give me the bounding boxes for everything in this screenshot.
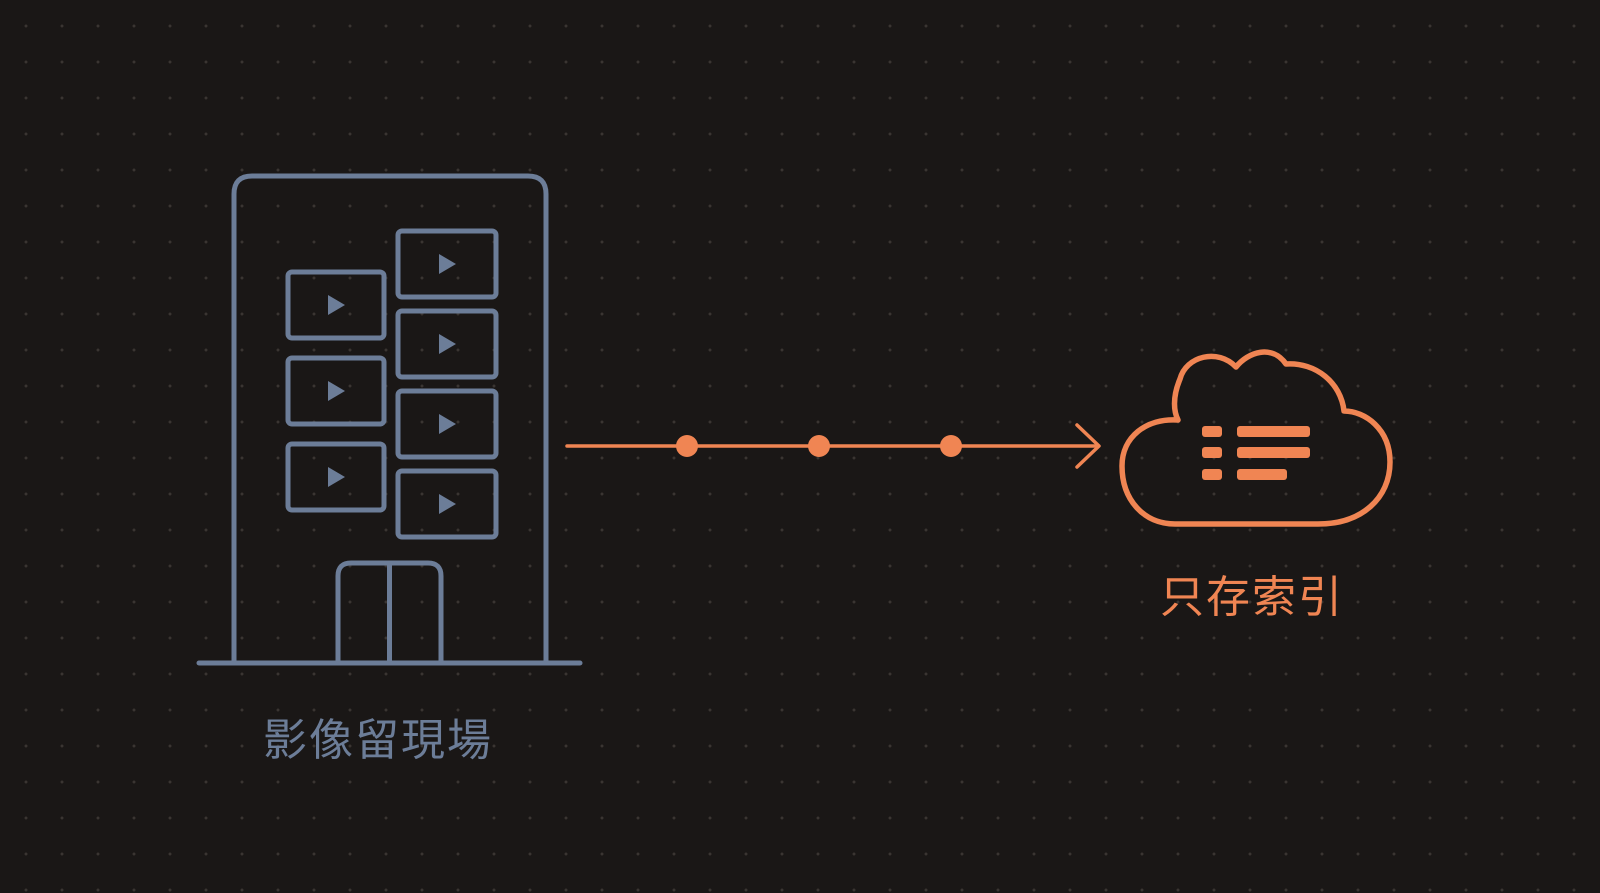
flow-arrow (565, 423, 1101, 469)
cloud-label: 只存索引 (1160, 572, 1344, 623)
building-outline (231, 173, 549, 664)
cloud-outline (1119, 349, 1393, 527)
video-window-icon (395, 308, 499, 380)
video-window-icon (395, 228, 499, 300)
list-icon (1202, 426, 1310, 480)
arrow-head-icon (1075, 423, 1101, 469)
video-window-icon (285, 441, 387, 513)
flow-dot (676, 435, 698, 457)
flow-dot (808, 435, 830, 457)
flow-dot (940, 435, 962, 457)
video-window-icon (395, 388, 499, 460)
cloud-list-icon (1119, 349, 1393, 527)
door-icon (335, 560, 444, 664)
building-label: 影像留現場 (263, 715, 493, 766)
video-window-icon (285, 355, 387, 427)
video-window-icon (395, 468, 499, 540)
video-window-icon (285, 269, 387, 341)
building-icon (196, 173, 583, 666)
